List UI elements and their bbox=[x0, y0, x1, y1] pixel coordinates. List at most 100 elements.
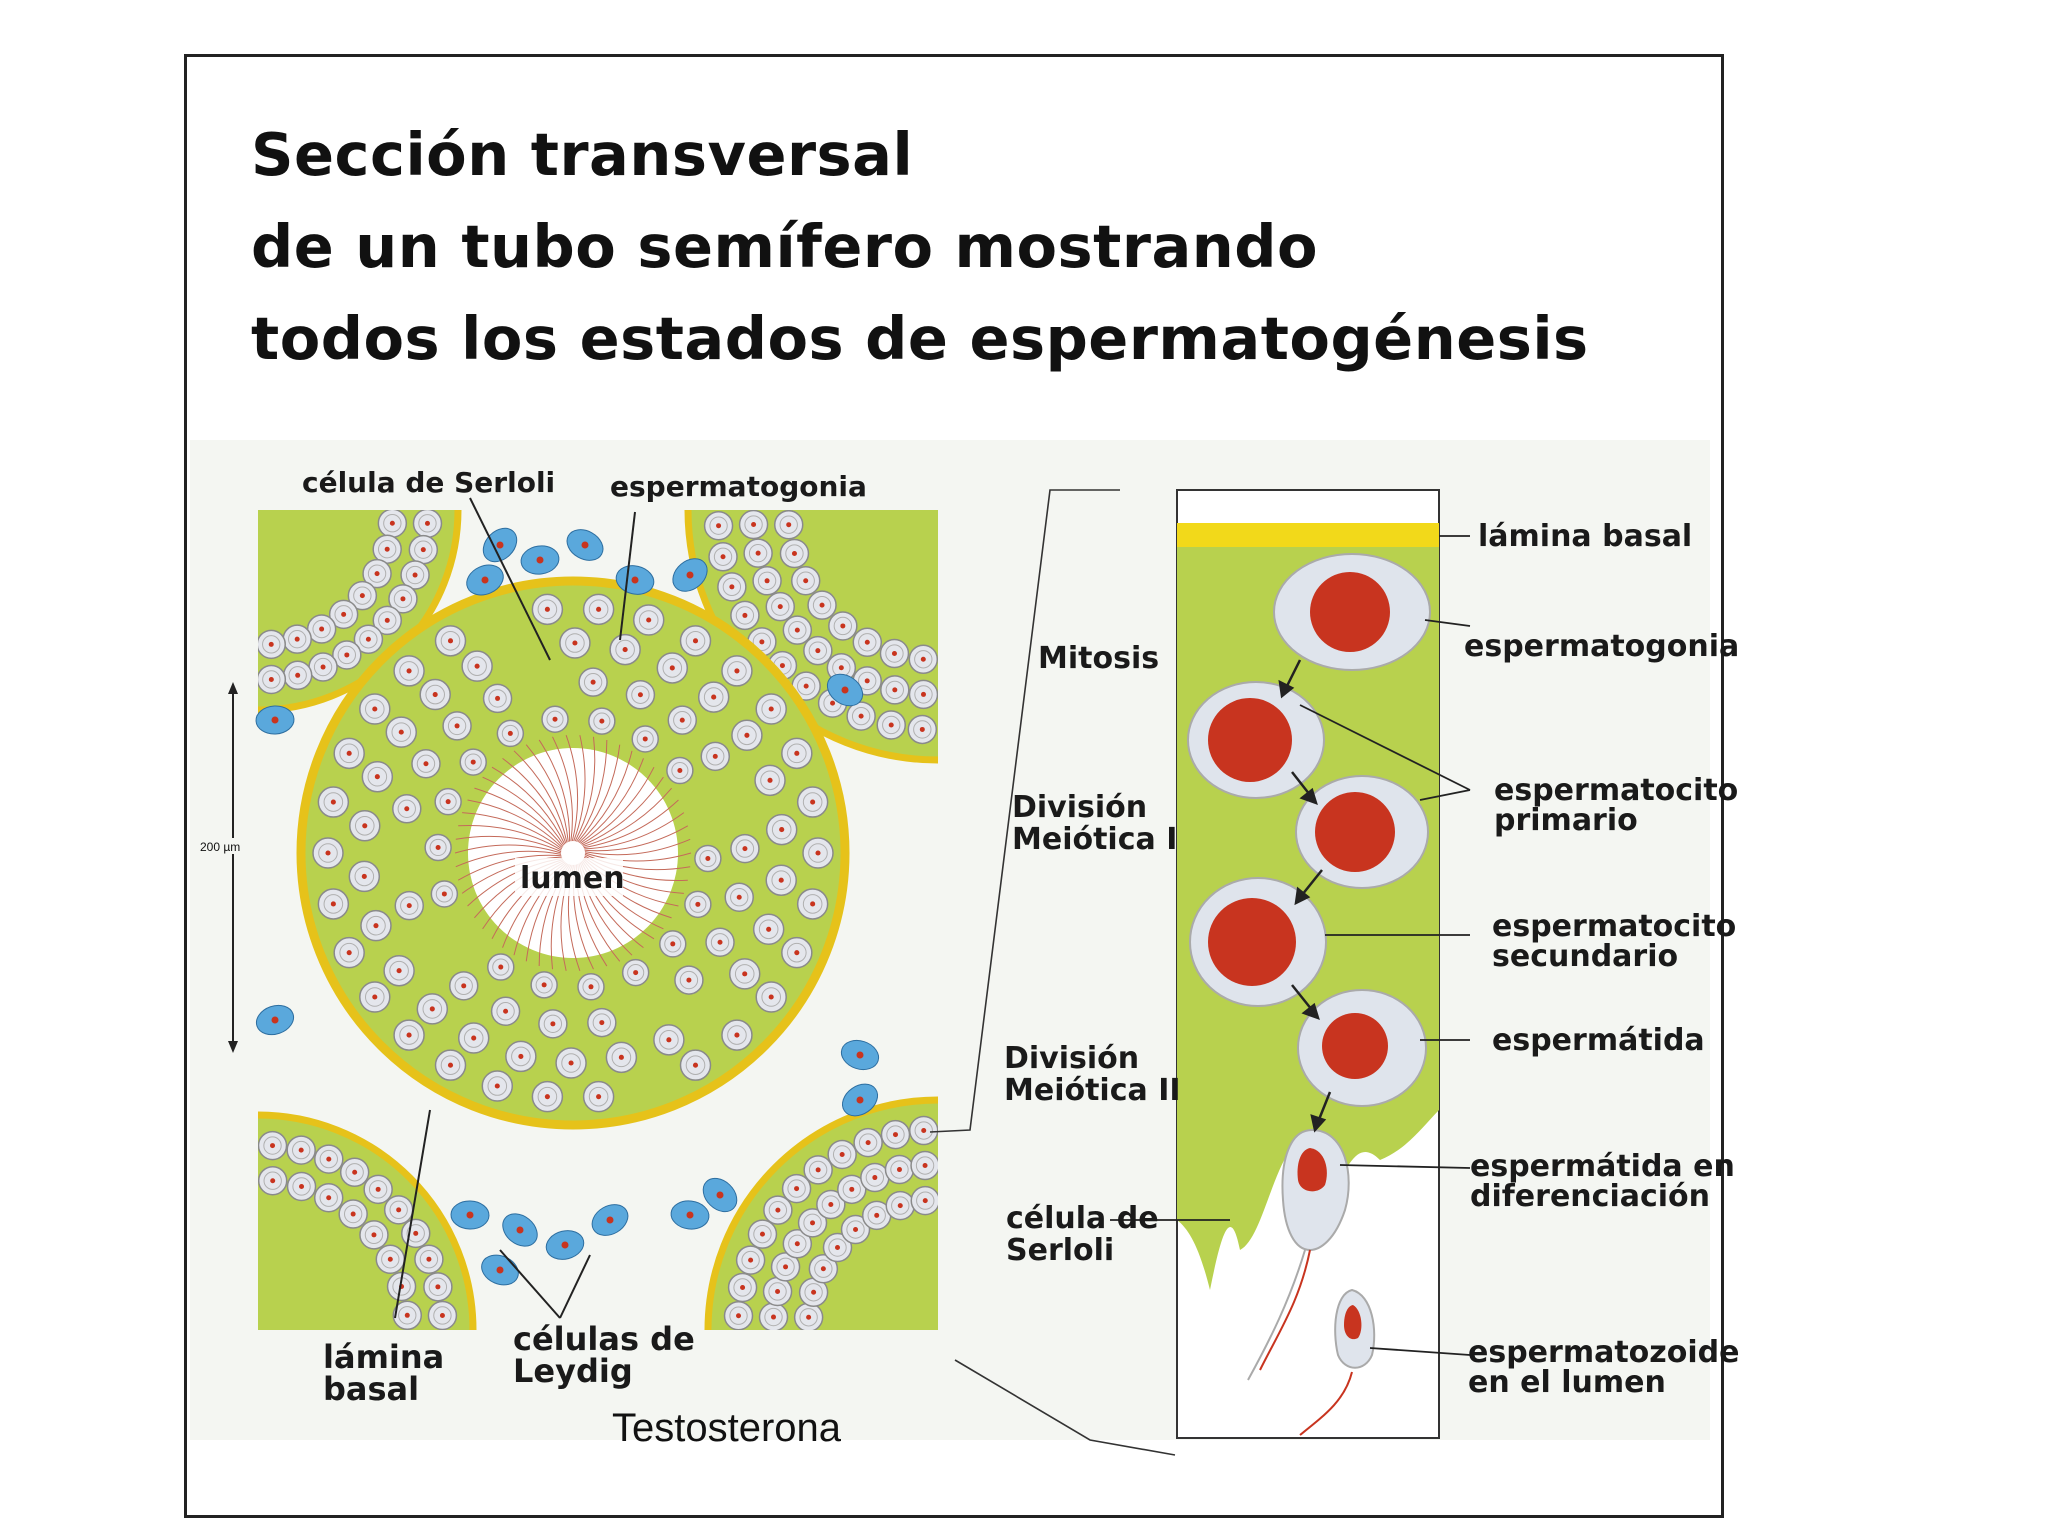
germ-cell bbox=[448, 971, 479, 1001]
germ-cell bbox=[412, 510, 443, 539]
germ-cell bbox=[393, 655, 425, 687]
germ-cell bbox=[879, 638, 910, 669]
leydig-cell bbox=[466, 564, 504, 596]
germ-cell bbox=[359, 1220, 389, 1250]
flagellum bbox=[574, 736, 596, 842]
leydig-cell bbox=[545, 1230, 585, 1260]
germ-cell bbox=[728, 958, 761, 990]
germ-cell bbox=[386, 1271, 417, 1302]
epithelium-detail bbox=[1176, 489, 1440, 1439]
germ-cell bbox=[360, 909, 392, 942]
flagellum bbox=[462, 812, 563, 850]
germ-cell bbox=[752, 566, 782, 596]
germ-cell bbox=[762, 1276, 793, 1307]
leydig-leader-1 bbox=[499, 1249, 561, 1319]
germ-cell bbox=[705, 927, 735, 958]
title-line-2: de un tubo semífero mostrando bbox=[251, 212, 1319, 281]
germ-cell bbox=[385, 716, 418, 748]
cell-spermatid: espermátida bbox=[1492, 1023, 1705, 1058]
germ-cell bbox=[400, 1218, 431, 1249]
germ-cell bbox=[496, 719, 525, 748]
germ-cell bbox=[359, 693, 391, 725]
germ-cell bbox=[333, 936, 365, 969]
germ-cell bbox=[674, 965, 704, 995]
leydig-cell bbox=[702, 1177, 738, 1213]
leydig-cell bbox=[255, 705, 295, 735]
germ-cell bbox=[282, 660, 313, 691]
germ-cell bbox=[708, 542, 738, 572]
germ-cell bbox=[442, 711, 472, 741]
germ-cell bbox=[860, 1162, 890, 1193]
germ-cell bbox=[490, 996, 521, 1026]
germ-cell bbox=[803, 1155, 833, 1185]
germ-cell bbox=[694, 844, 722, 873]
leydig-cell bbox=[826, 673, 864, 707]
germ-cell bbox=[852, 627, 883, 658]
leydig-label-line1: células de bbox=[513, 1320, 695, 1358]
germ-cell bbox=[781, 1173, 812, 1204]
germ-cell bbox=[424, 833, 452, 862]
detail-sertoli-line1: célula de bbox=[1006, 1201, 1159, 1236]
figure-title: Sección transversal de un tubo semífero … bbox=[251, 109, 1589, 385]
detail-leaders bbox=[1110, 535, 1471, 1356]
spermatogonia-leader bbox=[619, 511, 636, 641]
scale-label: 200 µm bbox=[200, 840, 240, 854]
germ-cell bbox=[666, 756, 694, 785]
germ-cell bbox=[392, 1300, 423, 1330]
leader-spermatozoon bbox=[1369, 1347, 1471, 1356]
flagellum bbox=[584, 812, 685, 850]
germ-cell bbox=[793, 1302, 824, 1330]
germ-cell bbox=[258, 1130, 288, 1161]
germ-cell bbox=[353, 624, 384, 655]
germ-cell bbox=[721, 1019, 753, 1051]
germ-cell bbox=[487, 953, 515, 981]
cell-differentiating-line1: espermátida en bbox=[1470, 1149, 1735, 1184]
flagellum bbox=[565, 735, 579, 842]
germ-cell bbox=[377, 510, 408, 538]
germ-cell bbox=[609, 633, 641, 666]
secondary-spermatocyte bbox=[1189, 877, 1327, 1007]
germ-cell bbox=[419, 678, 451, 711]
title-line-3: todos los estados de espermatogénesis bbox=[251, 304, 1589, 373]
germ-cell bbox=[747, 1219, 778, 1249]
germ-cell bbox=[782, 615, 813, 645]
leydig-cell bbox=[566, 529, 604, 561]
germ-cell bbox=[738, 510, 769, 540]
germ-cell bbox=[258, 1165, 288, 1196]
flagellum bbox=[583, 799, 679, 849]
germ-cell bbox=[286, 1171, 317, 1202]
germ-cell bbox=[765, 813, 798, 846]
flagellum bbox=[525, 744, 569, 843]
germ-cell bbox=[423, 1272, 453, 1302]
germ-cell bbox=[798, 1277, 829, 1308]
germ-cell bbox=[730, 833, 760, 864]
spermatid-cell bbox=[1297, 989, 1427, 1107]
stage-mitosis: Mitosis bbox=[1038, 641, 1159, 676]
germ-cell bbox=[400, 560, 430, 590]
germ-cell bbox=[408, 534, 439, 565]
germ-cell bbox=[667, 705, 698, 735]
leydig-cell bbox=[481, 1254, 519, 1286]
germ-cell bbox=[770, 1252, 801, 1282]
germ-cell bbox=[625, 680, 656, 710]
germ-cell bbox=[333, 737, 365, 770]
cell-spermatogonia: espermatogonia bbox=[1464, 629, 1739, 664]
spermatogonia-label: espermatogonia bbox=[610, 470, 867, 503]
germ-cell bbox=[807, 590, 837, 620]
germ-cell bbox=[349, 810, 381, 842]
germ-cell bbox=[724, 882, 754, 912]
germ-cell bbox=[530, 971, 558, 999]
flagellum bbox=[580, 766, 655, 845]
germ-cell bbox=[679, 625, 712, 657]
basal-lamina-label-line1: lámina bbox=[323, 1338, 444, 1376]
germ-cell bbox=[605, 1041, 638, 1074]
flagellum bbox=[538, 739, 571, 842]
germ-cell bbox=[555, 1047, 587, 1079]
germ-cell bbox=[700, 741, 731, 772]
germ-cell bbox=[328, 599, 359, 630]
germ-cell bbox=[541, 705, 569, 733]
cell-spermatozoon-line2: en el lumen bbox=[1468, 1365, 1666, 1400]
germ-cell bbox=[348, 860, 381, 893]
germ-cell bbox=[802, 837, 834, 869]
